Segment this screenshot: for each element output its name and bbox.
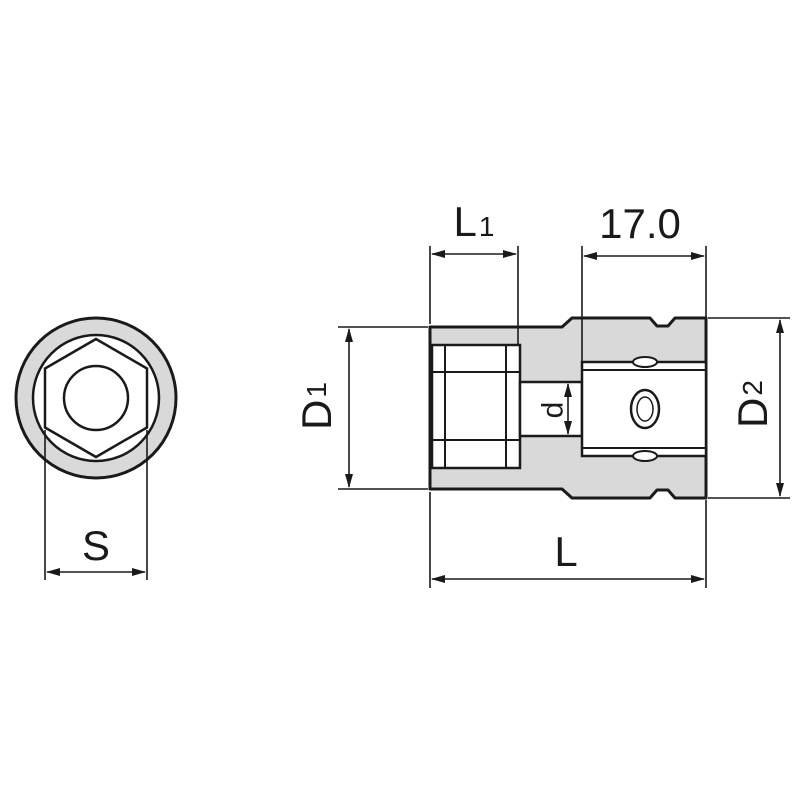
end-view: S <box>14 316 178 580</box>
side-view: d L1 17.0 D1 D2 L <box>293 198 790 588</box>
d1-label: D1 <box>293 382 340 430</box>
d2-label: D2 <box>729 380 776 428</box>
end-view-drive-bore <box>62 364 130 432</box>
hex-socket-cavity <box>430 343 522 470</box>
s-label: S <box>82 522 110 569</box>
d-label: d <box>537 402 570 419</box>
l-label: L <box>554 528 577 575</box>
drive-length-label: 17.0 <box>599 200 681 247</box>
square-drive-cavity <box>580 356 708 462</box>
l1-label: L1 <box>454 198 495 245</box>
pin-hole <box>629 388 661 430</box>
